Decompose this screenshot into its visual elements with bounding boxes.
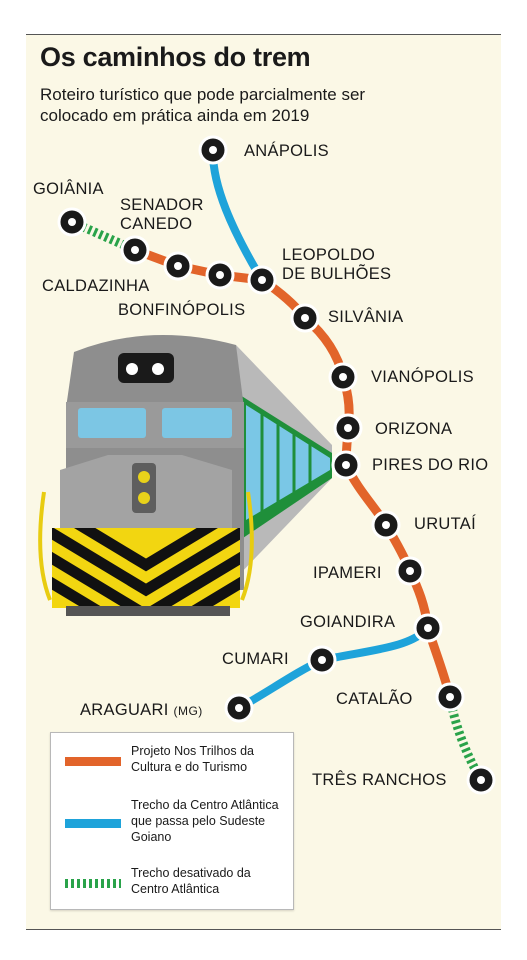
legend-swatch-blue (65, 819, 121, 828)
locomotive-window-right (162, 408, 232, 438)
label-senador-canedo-line1: SENADOR (120, 196, 204, 214)
train-cars-windows (246, 405, 330, 520)
label-vianopolis: VIANÓPOLIS (371, 368, 474, 386)
label-catalao: CATALÃO (336, 690, 413, 708)
label-orizona: ORIZONA (375, 420, 453, 438)
legend-text-green: Trecho desativado da Centro Atlântica (131, 866, 251, 896)
label-araguari-name: ARAGUARI (80, 701, 169, 719)
label-leopoldo-line1: LEOPOLDO (282, 246, 376, 264)
legend: Projeto Nos Trilhos da Cultura e do Turi… (50, 732, 294, 910)
blue-route-anapolis (208, 149, 266, 283)
legend-item-blue: Trecho da Centro Atlântica que passa pel… (51, 797, 293, 847)
label-tres-ranchos: TRÊS RANCHOS (312, 771, 447, 789)
label-araguari: ARAGUARI (MG) (80, 701, 203, 721)
legend-item-orange: Projeto Nos Trilhos da Cultura e do Turi… (51, 743, 293, 793)
legend-text-blue: Trecho da Centro Atlântica que passa pel… (131, 798, 279, 844)
label-senador-canedo-line2: CANEDO (120, 215, 193, 233)
label-ipameri: IPAMERI (313, 564, 382, 582)
label-pires-do-rio: PIRES DO RIO (372, 456, 489, 474)
label-goiania: GOIÂNIA (33, 180, 104, 198)
label-bonfinopolis: BONFINÓPOLIS (118, 301, 246, 319)
train-illustration (38, 335, 332, 616)
legend-swatch-green-dashed (65, 879, 121, 888)
label-cumari: CUMARI (222, 650, 289, 668)
legend-item-green: Trecho desativado da Centro Atlântica (51, 865, 293, 915)
map-title: Os caminhos do trem (40, 42, 311, 72)
label-leopoldo-line2: DE BULHÕES (282, 265, 392, 283)
label-urutai: URUTAÍ (414, 515, 476, 533)
map-subtitle: Roteiro turístico que pode parcialmente … (40, 85, 366, 125)
label-caldazinha: CALDAZINHA (42, 277, 150, 295)
legend-swatch-orange (65, 757, 121, 766)
label-anapolis: ANÁPOLIS (244, 142, 329, 160)
label-goiandira: GOIANDIRA (300, 613, 396, 631)
legend-text-orange: Projeto Nos Trilhos da Cultura e do Turi… (131, 744, 254, 774)
headlight-housing (118, 353, 174, 383)
locomotive-window-left (78, 408, 146, 438)
label-araguari-state: (MG) (173, 704, 203, 718)
label-silvania: SILVÂNIA (328, 308, 404, 326)
